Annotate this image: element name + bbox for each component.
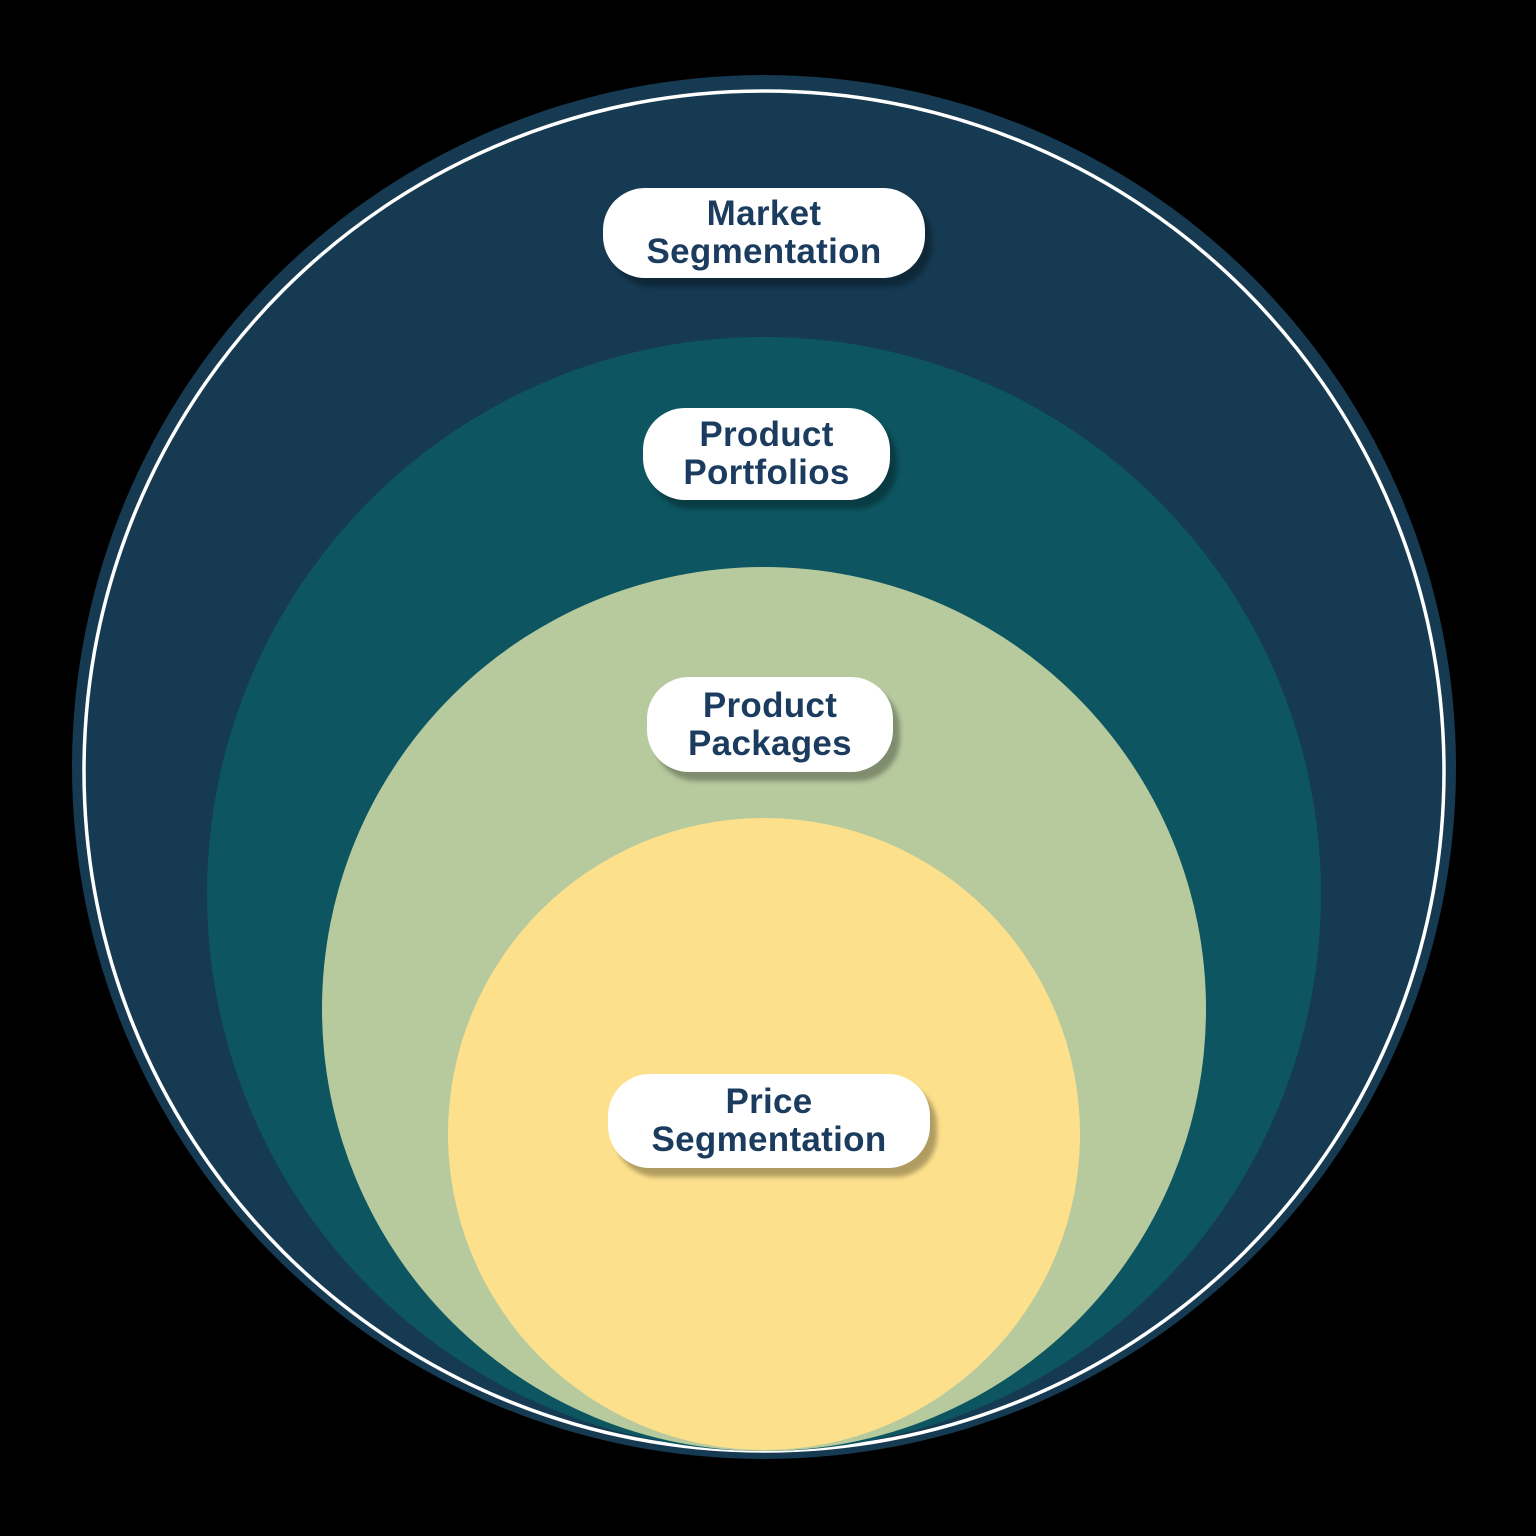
label-price-segmentation-line2: Segmentation: [651, 1120, 887, 1159]
label-product-portfolios-line1: Product: [699, 415, 834, 454]
label-price-segmentation: Price Segmentation: [608, 1074, 930, 1168]
label-product-portfolios-line2: Portfolios: [683, 453, 850, 492]
label-product-packages-line2: Packages: [688, 723, 852, 763]
label-market-segmentation-line1: Market: [706, 194, 822, 233]
label-market-segmentation: Market Segmentation: [603, 188, 925, 278]
label-product-packages: Product Packages: [647, 677, 893, 772]
label-product-portfolios: Product Portfolios: [643, 408, 890, 500]
label-market-segmentation-line2: Segmentation: [646, 232, 882, 271]
label-price-segmentation-line1: Price: [725, 1082, 813, 1121]
label-product-packages-line1: Product: [702, 685, 838, 725]
